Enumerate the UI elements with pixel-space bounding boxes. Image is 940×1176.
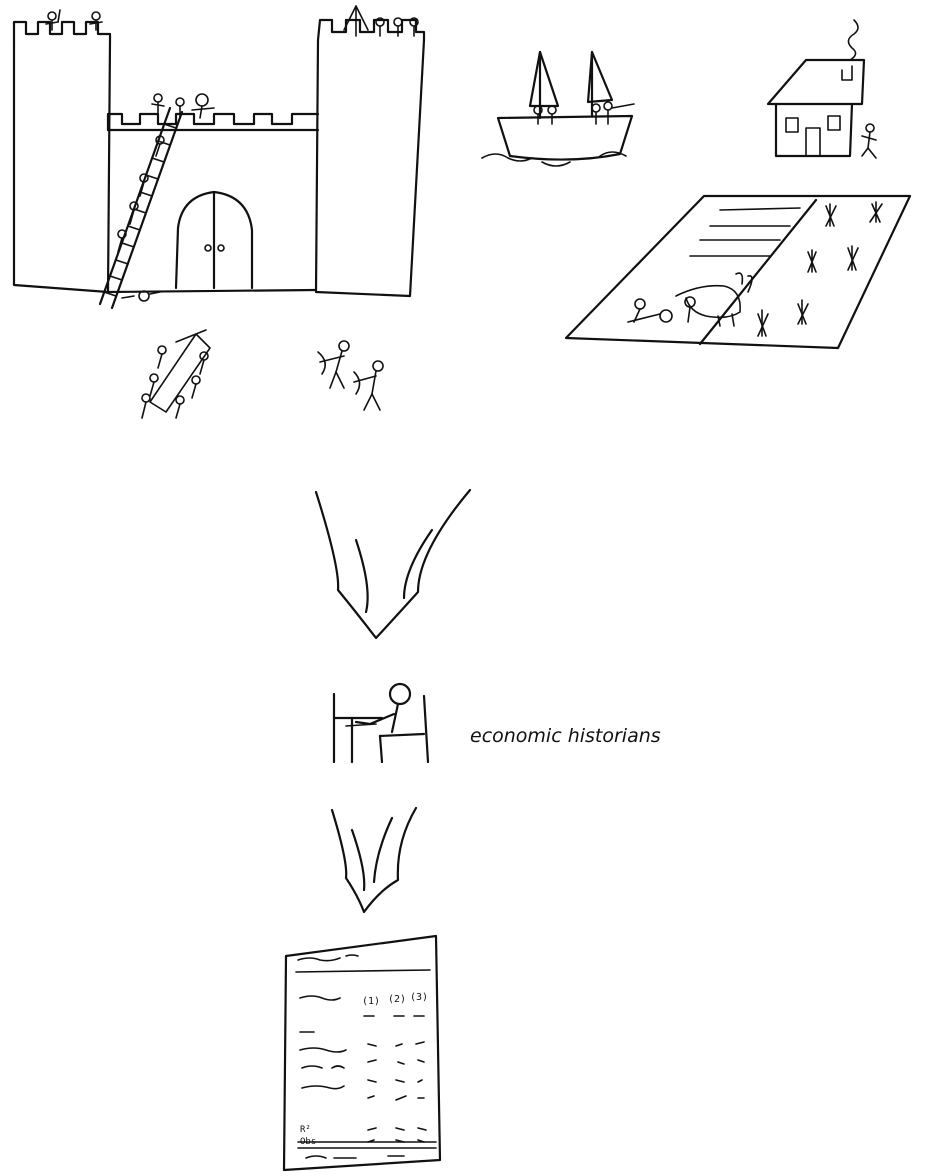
economist-at-desk	[334, 684, 428, 762]
battering-ram-team	[142, 330, 210, 418]
column-header-2: (2)	[388, 994, 406, 1005]
observations-label: Obs	[300, 1137, 316, 1147]
economic-historians-label: economic historians	[470, 725, 661, 747]
funnel-arrow-bottom[interactable]	[332, 808, 416, 912]
regression-table-page: (1) (2) (3) R² Obs	[284, 936, 440, 1170]
coefficient-marks	[364, 1016, 426, 1142]
tower-soldiers	[46, 6, 418, 301]
r-squared-label: R²	[300, 1125, 311, 1135]
column-header-3: (3)	[410, 992, 428, 1003]
archers	[318, 341, 383, 410]
farm-field-drawing	[566, 196, 910, 348]
column-header-1: (1)	[362, 996, 380, 1007]
ox-and-plow	[628, 273, 752, 326]
castle-drawing	[14, 6, 424, 418]
sailboat-drawing	[482, 52, 634, 166]
house-drawing	[768, 20, 876, 158]
funnel-arrow-top[interactable]	[316, 490, 470, 638]
